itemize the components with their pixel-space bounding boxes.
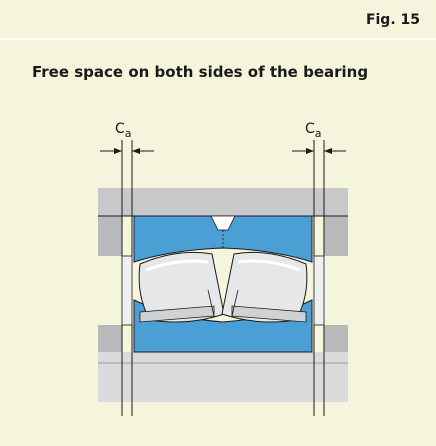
- clearance-label-left: Ca: [115, 121, 132, 140]
- right-free-space: [313, 255, 325, 326]
- roller-right: [221, 251, 308, 323]
- left-free-space: [121, 255, 133, 326]
- right-dimension-arrows: [292, 148, 346, 154]
- shaft-left-shoulder: [98, 325, 122, 352]
- header-divider: [0, 38, 436, 40]
- housing-left-shoulder: [98, 216, 122, 256]
- housing-right-shoulder: [324, 216, 348, 256]
- housing-top: [98, 188, 348, 216]
- clearance-label-right: Ca: [305, 121, 322, 140]
- shaft-right-shoulder: [324, 325, 348, 352]
- roller-left: [138, 251, 225, 323]
- figure-caption: Free space on both sides of the bearing: [32, 63, 369, 81]
- lubrication-groove: [210, 215, 236, 231]
- figure-number: Fig. 15: [365, 12, 420, 28]
- shaft: [98, 352, 348, 402]
- left-dimension-arrows: [100, 148, 154, 154]
